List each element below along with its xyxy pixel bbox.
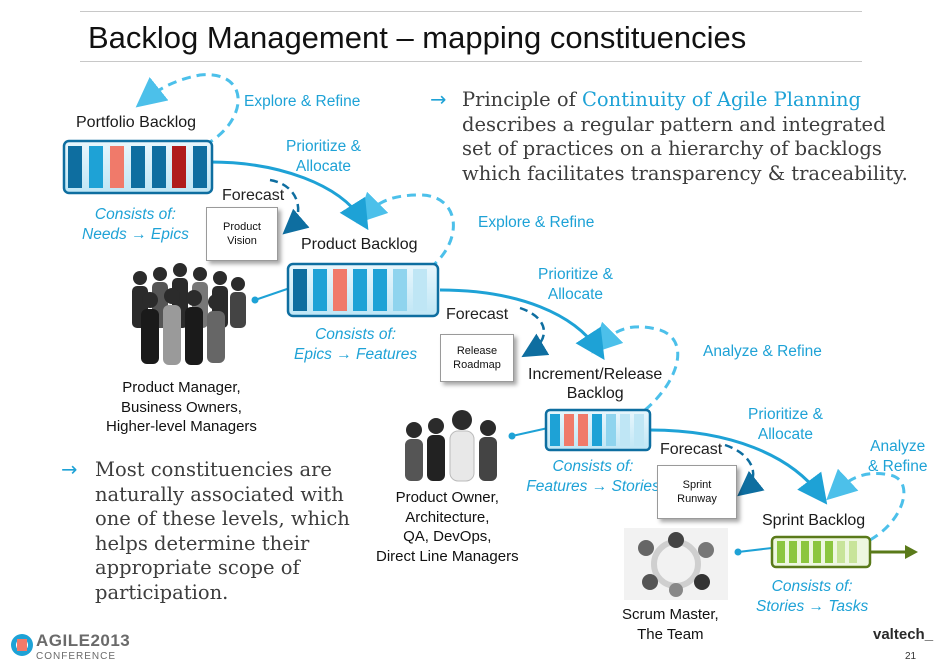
product-people-label: Product Manager,Business Owners,Higher-l… — [106, 379, 257, 435]
agile-conference-logo: AGILE2013 — [36, 631, 131, 650]
prioritize-arrow-portfolio — [209, 160, 369, 231]
portfolio-backlog-icon — [62, 139, 214, 195]
agile-conference-sub: CONFERENCE — [36, 651, 117, 662]
sprint-backlog-label: Sprint Backlog — [762, 512, 866, 529]
valtech-logo: valtech_ — [873, 626, 934, 643]
product-backlog-icon — [286, 262, 440, 318]
product-forecast-label: Forecast — [446, 306, 509, 323]
portfolio-forecast-label: Forecast — [222, 187, 285, 204]
note-arrow-icon: → — [61, 458, 78, 481]
principle-arrow-icon: → — [430, 88, 447, 111]
top-rule — [80, 11, 862, 12]
forecast-arrow-product — [519, 306, 550, 358]
sprint-output-arrowhead — [905, 545, 918, 559]
prioritize-arrow-product — [439, 288, 605, 361]
release-forecast-label: Forecast — [660, 441, 723, 458]
explore-refine-loop-portfolio — [135, 73, 240, 147]
forecast-arrow-portfolio — [269, 178, 310, 235]
explore-refine-loop-product — [356, 191, 455, 270]
people-photo-sprint — [624, 528, 728, 600]
release-analyze-label: Analyze & Refine — [703, 343, 822, 360]
constituencies-note: → Most constituencies are naturally asso… — [61, 458, 350, 604]
portfolio-explore-label: Explore & Refine — [244, 93, 361, 110]
product-backlog-label: Product Backlog — [301, 236, 418, 253]
product-consists: Consists of:Epics → Features — [294, 326, 418, 363]
product-explore-label: Explore & Refine — [478, 214, 595, 231]
sprint-consists: Consists of:Stories → Tasks — [756, 578, 869, 615]
slide-title: Backlog Management – mapping constituenc… — [88, 20, 747, 55]
analyze-refine-loop-release — [591, 321, 680, 412]
forecast-arrow-release — [724, 443, 765, 497]
connector-release — [511, 427, 549, 437]
analyze-refine-loop-sprint — [826, 468, 906, 542]
agile-conference-logo-icon — [11, 634, 33, 656]
people-photo-product — [132, 263, 246, 365]
sprint-people-label: Scrum Master,The Team — [622, 606, 719, 643]
release-prioritize-label: Prioritize &Allocate — [748, 406, 823, 443]
connector-sprint — [737, 547, 773, 553]
page-number: 21 — [905, 651, 917, 662]
title-rule — [80, 61, 862, 62]
portfolio-consists: Consists of:Needs → Epics — [82, 206, 189, 243]
portfolio-prioritize-label: Prioritize &Allocate — [286, 138, 361, 175]
release-backlog-icon — [544, 408, 652, 452]
product-prioritize-label: Prioritize &Allocate — [538, 266, 613, 303]
sprint-backlog-icon — [770, 535, 872, 569]
prioritize-arrow-release — [649, 428, 828, 505]
release-consists: Consists of:Features → Stories — [526, 458, 660, 495]
connector-product — [254, 287, 291, 301]
people-photo-release — [405, 410, 497, 482]
principle-highlight: Continuity of Agile Planning — [582, 88, 862, 111]
portfolio-backlog-label: Portfolio Backlog — [76, 114, 197, 131]
sprint-analyze-label: Analyze& Refine — [868, 438, 928, 475]
principle-text: → Principle of Continuity of Agile Plann… — [430, 88, 908, 185]
release-people-label: Product Owner,Architecture,QA, DevOps,Di… — [376, 489, 519, 565]
